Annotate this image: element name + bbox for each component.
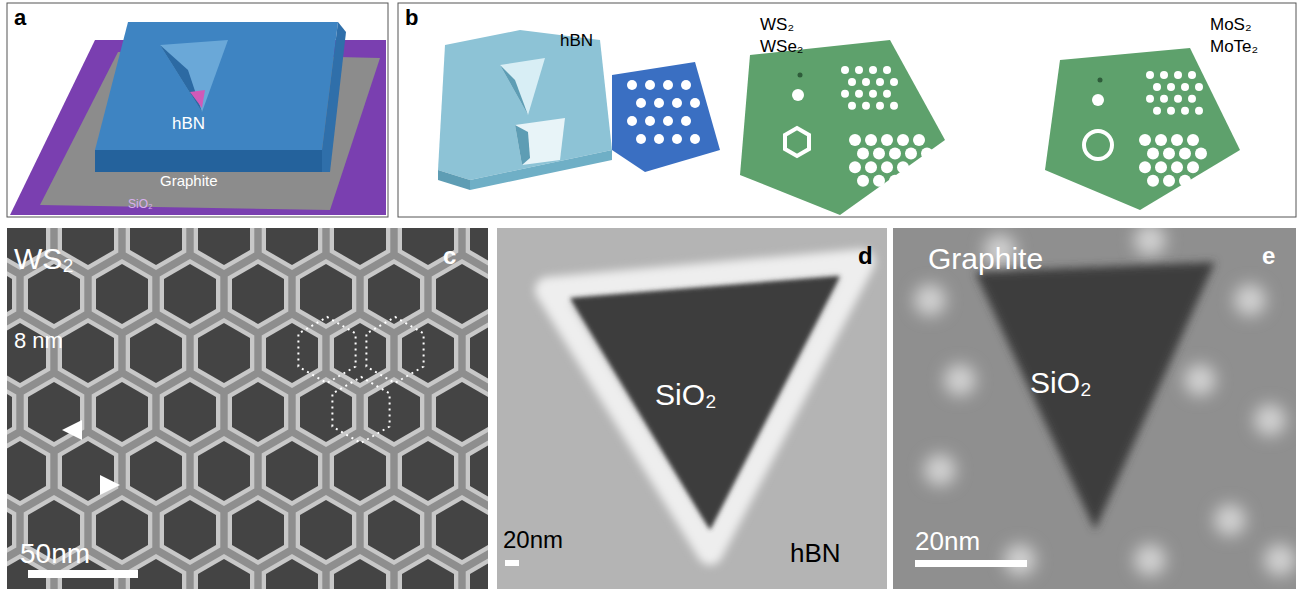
panel-c-micrograph: [7, 228, 488, 589]
material-label: WS₂: [760, 16, 794, 33]
panel-letter: c: [443, 244, 456, 268]
dimension-label: 8 nm: [14, 330, 63, 352]
material-label: SiO₂: [1030, 368, 1092, 398]
material-label: WSe₂: [760, 38, 803, 55]
material-label: Graphite: [928, 244, 1043, 274]
panel-letter: b: [405, 7, 418, 29]
material-label: MoTe₂: [1210, 38, 1258, 55]
panel-d-micrograph: [497, 228, 887, 589]
panel-letter: a: [14, 7, 26, 29]
material-label: hBN: [560, 32, 593, 49]
material-label: hBN: [172, 115, 205, 132]
scale-label: 50nm: [20, 540, 90, 568]
material-label: hBN: [790, 540, 841, 566]
scale-label: 20nm: [915, 528, 980, 554]
material-label: SiO₂: [655, 380, 717, 410]
scale-label: 20nm: [503, 528, 563, 552]
material-label: WS₂: [14, 244, 74, 274]
panel-e-micrograph: [893, 228, 1296, 589]
panel-letter: d: [858, 244, 873, 268]
panel-b-schematic: [398, 3, 1296, 217]
material-label: SiO₂: [128, 198, 153, 210]
panel-a-schematic: [7, 3, 388, 217]
material-label: MoS₂: [1210, 16, 1252, 33]
panel-letter: e: [1262, 244, 1275, 268]
material-label: Graphite: [160, 173, 218, 188]
